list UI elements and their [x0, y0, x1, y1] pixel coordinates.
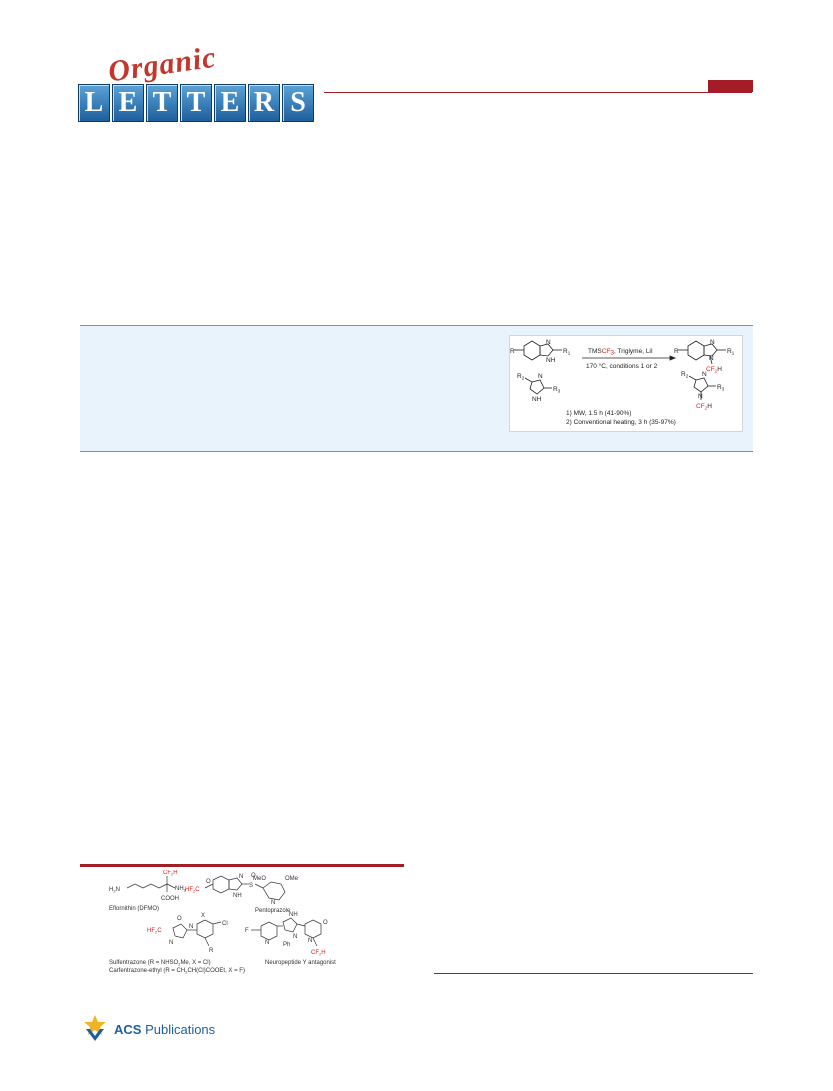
label-ome: OMe — [285, 876, 299, 882]
label-n: N — [271, 900, 275, 906]
label-ph: Ph — [283, 942, 290, 948]
label-n: N — [169, 940, 173, 946]
label-n: N — [710, 339, 715, 346]
label-r: R — [674, 348, 679, 355]
conditions-text: 170 °C, conditions 1 or 2 — [586, 362, 658, 370]
label-o: O — [323, 920, 328, 926]
logo-letter: R — [248, 84, 280, 122]
label-nh: NH — [289, 912, 298, 918]
label-cf2h: CF2H — [163, 870, 178, 877]
acs-logo-icon — [80, 1013, 110, 1043]
label-hf2co: HF2C — [185, 887, 200, 894]
acs-publications-wordmark[interactable]: ACS Publications — [114, 1022, 216, 1037]
label-n: N — [709, 355, 714, 362]
reaction-scheme: R N NH R1 R2 N R3 NH TMSCF3, Triglyme, L… — [510, 339, 735, 426]
label-r1: R1 — [727, 348, 735, 356]
label-cf2h: CF2H — [706, 366, 722, 374]
condition-1: 1) MW, 1.5 h (41-90%) — [566, 410, 631, 417]
label-r3: R3 — [717, 384, 725, 392]
label-n: N — [308, 938, 312, 944]
label-nh: NH — [532, 396, 542, 403]
label-n: N — [702, 371, 707, 378]
logo-letter: T — [146, 84, 178, 122]
logo-letter: L — [78, 84, 110, 122]
header-tab — [708, 80, 753, 92]
toc-graphic: R N NH R1 R2 N R3 NH TMSCF3, Triglyme, L… — [509, 335, 743, 432]
label-hf2c: HF2C — [147, 928, 162, 935]
label-n: N — [698, 393, 703, 400]
label-r2: R2 — [681, 371, 689, 379]
label-r: R — [510, 348, 515, 355]
compound-pentoprazole: Pentoprazole — [255, 908, 291, 914]
label-o: O — [206, 879, 211, 885]
figure-1: H2N CF2H NH2 COOH Eflornithin (DFMO) HF2… — [105, 870, 385, 980]
label-x: X — [201, 913, 205, 919]
label-cl: Cl — [222, 921, 228, 927]
label-r1: R1 — [563, 348, 571, 356]
label-nh2: NH2 — [175, 886, 187, 893]
label-r3: R3 — [553, 386, 561, 394]
compound-eflornithin: Eflornithin (DFMO) — [109, 906, 159, 912]
label-cf2h: CF2H — [696, 403, 712, 411]
header-rule — [324, 92, 752, 93]
label-cooh: COOH — [161, 896, 179, 902]
label-nh: NH — [233, 893, 242, 899]
figure-rule — [80, 864, 404, 867]
logo-letter: T — [180, 84, 212, 122]
logo-letter: E — [112, 84, 144, 122]
label-n: N — [293, 934, 297, 940]
logo-letter: S — [282, 84, 314, 122]
label-r: R — [209, 948, 214, 954]
label-r2: R2 — [517, 373, 525, 381]
label-h2n: H2N — [109, 887, 120, 894]
condition-2: 2) Conventional heating, 3 h (35-97%) — [566, 419, 676, 426]
label-n: N — [538, 373, 543, 380]
label-s: S — [249, 883, 253, 889]
journal-logo: L E T T E R S — [78, 62, 323, 124]
label-n: N — [265, 940, 269, 946]
label-o: O — [251, 873, 256, 879]
column-rule — [434, 973, 753, 974]
bioactive-structures: H2N CF2H NH2 COOH Eflornithin (DFMO) HF2… — [109, 870, 336, 975]
label-nh: NH — [546, 357, 556, 364]
compound-carfentrazone: Carfentrazone-ethyl (R = CH2CH(Cl)COOEt,… — [109, 968, 245, 975]
compound-npy-antagonist: Neuropeptide Y antagonist — [265, 960, 336, 966]
logo-letter: E — [214, 84, 246, 122]
label-n: N — [546, 339, 551, 346]
compound-sulfentrazone: Sulfentrazone (R = NHSO2Me, X = Cl) — [109, 960, 211, 967]
label-n: N — [189, 924, 193, 930]
label-cf2h: CF2H — [311, 950, 326, 957]
label-n: N — [239, 874, 243, 880]
reagents-text: TMSCF3, Triglyme, LiI — [588, 348, 653, 357]
label-o: O — [177, 916, 182, 922]
label-meo: MeO — [253, 876, 266, 882]
label-f: F — [245, 928, 249, 934]
